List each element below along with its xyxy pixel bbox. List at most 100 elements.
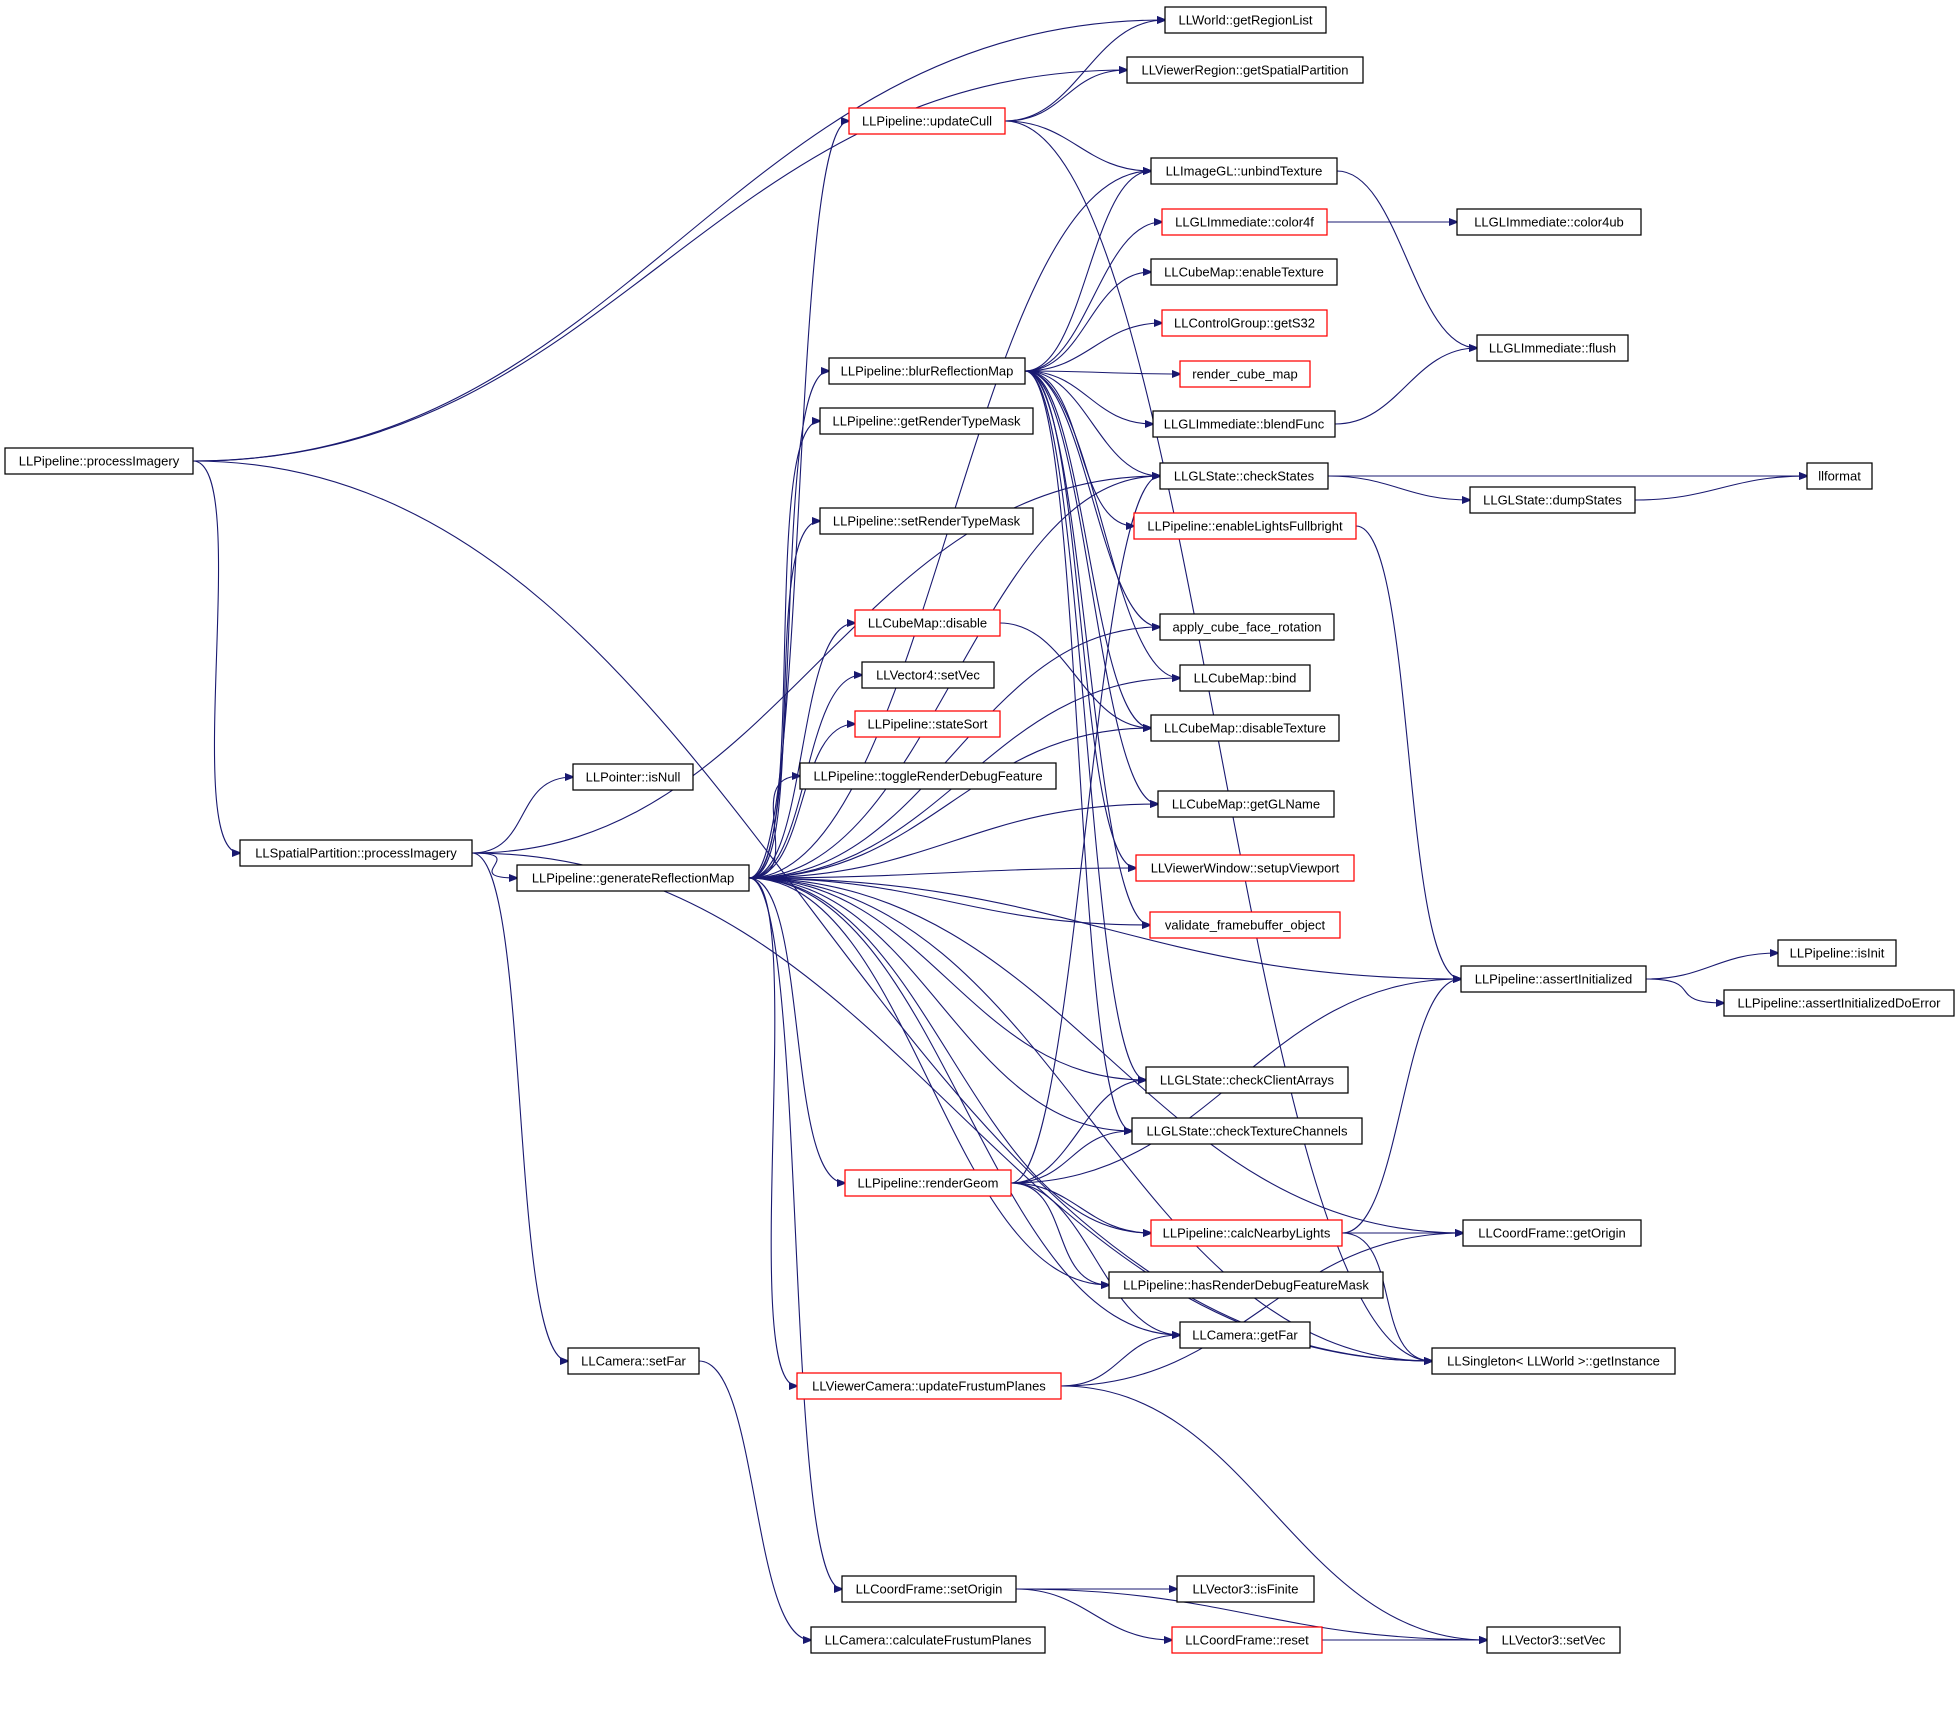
edge-setOrigin-to-vec3SetVec (1015, 1588, 1487, 1640)
node-box (854, 710, 1001, 738)
node-cubeBind[interactable]: LLCubeMap::bind (1179, 664, 1311, 692)
edge-blurReflectionMap-to-enableTexture (1024, 272, 1151, 372)
node-setupViewport[interactable]: LLViewerWindow::setupViewport (1135, 854, 1355, 882)
node-box (1159, 462, 1329, 490)
node-box (810, 1626, 1046, 1654)
node-cubeDisable[interactable]: LLCubeMap::disable (854, 609, 1001, 637)
edge-spatialProcessImagery-to-generateReflectionMap (471, 852, 517, 878)
node-checkClientArrays[interactable]: LLGLState::checkClientArrays (1145, 1066, 1349, 1094)
node-updateCull[interactable]: LLPipeline::updateCull (848, 107, 1006, 135)
node-flush[interactable]: LLGLImmediate::flush (1476, 334, 1629, 362)
edge-generateReflectionMap-to-setOrigin (748, 877, 842, 1589)
edge-blurReflectionMap-to-blendFunc (1024, 370, 1153, 424)
node-box (1150, 714, 1340, 742)
edge-generateReflectionMap-to-getRenderTypeMask (748, 421, 820, 879)
node-dumpStates[interactable]: LLGLState::dumpStates (1469, 486, 1636, 514)
node-spatialProcessImagery[interactable]: LLSpatialPartition::processImagery (239, 839, 473, 867)
node-box (1145, 1066, 1349, 1094)
node-getInstance[interactable]: LLSingleton< LLWorld >::getInstance (1431, 1347, 1676, 1375)
node-label: LLVector3::setVec (1502, 1633, 1606, 1648)
node-enableTexture[interactable]: LLCubeMap::enableTexture (1150, 258, 1338, 286)
edge-assertInitialized-to-isInit (1645, 953, 1778, 980)
node-label: LLPipeline::renderGeom (858, 1176, 999, 1191)
node-toggleRenderDebugFeature[interactable]: LLPipeline::toggleRenderDebugFeature (799, 762, 1057, 790)
edge-blurReflectionMap-to-setupViewport (1024, 370, 1136, 868)
node-setFar[interactable]: LLCamera::setFar (567, 1347, 700, 1375)
node-getOrigin[interactable]: LLCoordFrame::getOrigin (1462, 1219, 1642, 1247)
node-box (1159, 613, 1335, 641)
node-processImagery[interactable]: LLPipeline::processImagery (4, 447, 194, 475)
node-label: LLPipeline::getRenderTypeMask (833, 414, 1021, 429)
node-render_cube_map[interactable]: render_cube_map (1179, 360, 1311, 388)
node-validate_framebuffer_object[interactable]: validate_framebuffer_object (1149, 911, 1341, 939)
node-label: LLSpatialPartition::processImagery (255, 846, 457, 861)
node-color4ub[interactable]: LLGLImmediate::color4ub (1456, 208, 1642, 236)
node-label: LLCubeMap::getGLName (1172, 797, 1320, 812)
edge-blurReflectionMap-to-color4f (1024, 222, 1162, 372)
node-isFinite[interactable]: LLVector3::isFinite (1176, 1575, 1315, 1603)
node-llformat[interactable]: llformat (1806, 462, 1873, 490)
edge-enableLightsFullbright-to-assertInitialized (1355, 525, 1461, 979)
edge-calcNearbyLights-to-getInstance (1341, 1232, 1432, 1361)
edge-blurReflectionMap-to-validate_framebuffer_object (1024, 370, 1150, 925)
node-box (1161, 208, 1328, 236)
node-getFar[interactable]: LLCamera::getFar (1179, 1321, 1311, 1349)
node-checkTextureChannels[interactable]: LLGLState::checkTextureChannels (1131, 1117, 1363, 1145)
node-enableLightsFullbright[interactable]: LLPipeline::enableLightsFullbright (1133, 512, 1357, 540)
node-box (572, 763, 694, 791)
edge-blurReflectionMap-to-checkClientArrays (1024, 370, 1146, 1080)
node-label: LLCubeMap::disable (868, 616, 987, 631)
node-box (1476, 334, 1629, 362)
node-label: LLPipeline::calcNearbyLights (1163, 1226, 1331, 1241)
node-label: llformat (1818, 469, 1861, 484)
node-assertInitializedDoError[interactable]: LLPipeline::assertInitializedDoError (1723, 989, 1955, 1017)
node-box (799, 762, 1057, 790)
node-getS32[interactable]: LLControlGroup::getS32 (1161, 309, 1328, 337)
node-getRenderTypeMask[interactable]: LLPipeline::getRenderTypeMask (819, 407, 1034, 435)
node-label: LLControlGroup::getS32 (1174, 316, 1315, 331)
edge-renderGeom-to-calcNearbyLights (1010, 1182, 1151, 1233)
node-box (1108, 1271, 1384, 1299)
edge-generateReflectionMap-to-updateCull (748, 121, 849, 879)
node-vec4SetVec[interactable]: LLVector4::setVec (861, 661, 995, 689)
edge-renderGeom-to-getFar (1010, 1182, 1180, 1335)
node-generateReflectionMap[interactable]: LLPipeline::generateReflectionMap (516, 864, 750, 892)
edge-cubeDisable-to-disableTexture (999, 622, 1151, 728)
node-setRenderTypeMask[interactable]: LLPipeline::setRenderTypeMask (819, 507, 1034, 535)
node-hasRenderDebugFeatureMask[interactable]: LLPipeline::hasRenderDebugFeatureMask (1108, 1271, 1384, 1299)
node-box (1164, 6, 1327, 34)
node-color4f[interactable]: LLGLImmediate::color4f (1161, 208, 1328, 236)
node-stateSort[interactable]: LLPipeline::stateSort (854, 710, 1001, 738)
edge-generateReflectionMap-to-checkTextureChannels (748, 877, 1132, 1131)
node-box (1469, 486, 1636, 514)
node-label: LLCamera::getFar (1192, 1328, 1298, 1343)
node-label: LLGLState::dumpStates (1483, 493, 1622, 508)
node-label: render_cube_map (1192, 367, 1298, 382)
node-getRegionList[interactable]: LLWorld::getRegionList (1164, 6, 1327, 34)
node-setOrigin[interactable]: LLCoordFrame::setOrigin (841, 1575, 1017, 1603)
node-label: LLGLImmediate::color4f (1175, 215, 1314, 230)
node-box (1456, 208, 1642, 236)
edge-generateReflectionMap-to-hasRenderDebugFeatureMask (748, 877, 1109, 1285)
node-isInit[interactable]: LLPipeline::isInit (1777, 939, 1897, 967)
node-reset[interactable]: LLCoordFrame::reset (1171, 1626, 1323, 1654)
node-getGLName[interactable]: LLCubeMap::getGLName (1157, 790, 1335, 818)
node-disableTexture[interactable]: LLCubeMap::disableTexture (1150, 714, 1340, 742)
node-vec3SetVec[interactable]: LLVector3::setVec (1486, 1626, 1621, 1654)
node-renderGeom[interactable]: LLPipeline::renderGeom (844, 1169, 1012, 1197)
node-unbindTexture[interactable]: LLImageGL::unbindTexture (1150, 157, 1338, 185)
node-updateFrustumPlanes[interactable]: LLViewerCamera::updateFrustumPlanes (796, 1372, 1062, 1400)
node-getSpatialPartition[interactable]: LLViewerRegion::getSpatialPartition (1126, 56, 1364, 84)
node-blurReflectionMap[interactable]: LLPipeline::blurReflectionMap (828, 357, 1026, 385)
node-box (1150, 1219, 1343, 1247)
node-apply_cube_face_rotation[interactable]: apply_cube_face_rotation (1159, 613, 1335, 641)
node-isNull[interactable]: LLPointer::isNull (572, 763, 694, 791)
node-assertInitialized[interactable]: LLPipeline::assertInitialized (1460, 965, 1647, 993)
node-checkStates[interactable]: LLGLState::checkStates (1159, 462, 1329, 490)
node-box (1150, 157, 1338, 185)
node-calcNearbyLights[interactable]: LLPipeline::calcNearbyLights (1150, 1219, 1343, 1247)
node-calculateFrustumPlanes[interactable]: LLCamera::calculateFrustumPlanes (810, 1626, 1046, 1654)
edge-generateReflectionMap-to-updateFrustumPlanes (748, 877, 797, 1386)
node-box (1150, 258, 1338, 286)
node-blendFunc[interactable]: LLGLImmediate::blendFunc (1152, 410, 1336, 438)
